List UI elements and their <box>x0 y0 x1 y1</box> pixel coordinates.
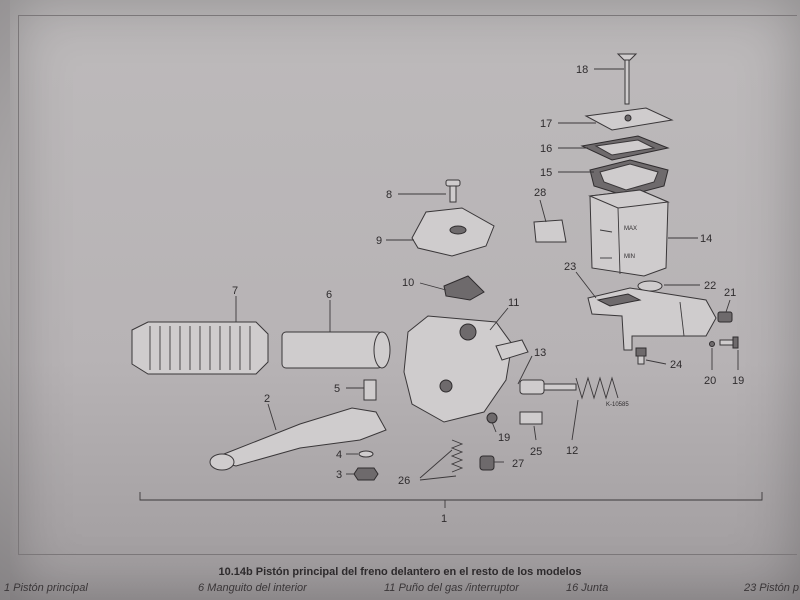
part-6-sleeve <box>281 331 391 369</box>
legend-item: 11 Puño del gas /interruptor <box>384 582 519 594</box>
part-26-springs <box>450 439 464 473</box>
part-21-bolt <box>717 311 733 323</box>
callout-14: 14 <box>700 233 712 245</box>
callout-6: 6 <box>326 289 332 301</box>
part-3-nut <box>353 467 379 481</box>
figure-caption: 10.14b Pistón principal del freno delant… <box>218 566 582 578</box>
part-9-cover <box>411 207 495 257</box>
legend-item: 23 Pistón p <box>744 582 800 594</box>
part-8-screw <box>445 179 461 203</box>
callout-2: 2 <box>264 393 270 405</box>
part-13-piston: K-10585 <box>519 376 629 408</box>
callout-3: 3 <box>336 469 342 481</box>
part-5-pivot <box>363 379 377 401</box>
legend-item: 1 Pistón principal <box>4 582 88 594</box>
callout-20: 20 <box>704 375 716 387</box>
callout-17: 17 <box>540 118 552 130</box>
figure-frame <box>18 15 797 555</box>
callout-19-left: 19 <box>498 432 510 444</box>
legend-item: 16 Junta <box>566 582 609 594</box>
part-18-screw <box>616 53 638 105</box>
callout-11: 11 <box>508 297 519 309</box>
min-mark: MIN <box>624 254 635 260</box>
callout-19-right: 19 <box>732 375 744 387</box>
callout-16: 16 <box>540 143 552 155</box>
callout-18: 18 <box>576 64 588 76</box>
callout-27: 27 <box>512 458 524 470</box>
callout-13: 13 <box>534 347 546 359</box>
part-25-pin <box>519 411 543 425</box>
stamp-code: K-10585 <box>606 402 629 408</box>
callout-labels: 1 2 3 4 5 6 7 8 9 10 11 12 13 14 15 16 1… <box>232 64 744 525</box>
callout-22: 22 <box>704 280 716 292</box>
part-19-bolt-right <box>719 336 739 349</box>
callout-9: 9 <box>376 235 382 247</box>
callout-28: 28 <box>534 187 546 199</box>
callout-5: 5 <box>334 383 340 395</box>
max-mark: MAX <box>624 226 637 232</box>
callout-24: 24 <box>670 359 682 371</box>
callout-26: 26 <box>398 475 410 487</box>
part-7-grip <box>131 321 269 375</box>
parts-legend: 1 Pistón principal 6 Manguito del interi… <box>0 582 800 600</box>
part-27-cap <box>479 455 495 471</box>
callout-21: 21 <box>724 287 736 299</box>
part-2-lever <box>209 407 387 471</box>
callout-15: 15 <box>540 167 552 179</box>
part-4-washer <box>358 450 374 458</box>
part-23-cylinder-body <box>587 287 717 351</box>
callout-23: 23 <box>564 261 576 273</box>
legend-item: 6 Manguito del interior <box>198 582 307 594</box>
part-28-sleeve <box>533 219 567 243</box>
part-20-washer <box>709 341 715 347</box>
leader-lines <box>235 68 739 481</box>
callout-7: 7 <box>232 285 238 297</box>
part-24-screw <box>635 347 647 365</box>
part-16-gasket <box>580 135 670 161</box>
part-10-cam <box>443 275 485 301</box>
part-14-reservoir: MAX MIN <box>588 189 670 277</box>
part-17-cover <box>584 107 674 131</box>
callout-8: 8 <box>386 189 392 201</box>
assembly-bracket <box>139 492 763 508</box>
part-19-bolt-left <box>486 412 498 424</box>
part-11-throttle-housing <box>403 315 529 423</box>
callout-25: 25 <box>530 446 542 458</box>
callout-10: 10 <box>402 277 414 289</box>
part-15-diaphragm <box>589 159 669 197</box>
callout-1: 1 <box>441 513 447 525</box>
callout-12: 12 <box>566 445 578 457</box>
callout-4: 4 <box>336 449 342 461</box>
